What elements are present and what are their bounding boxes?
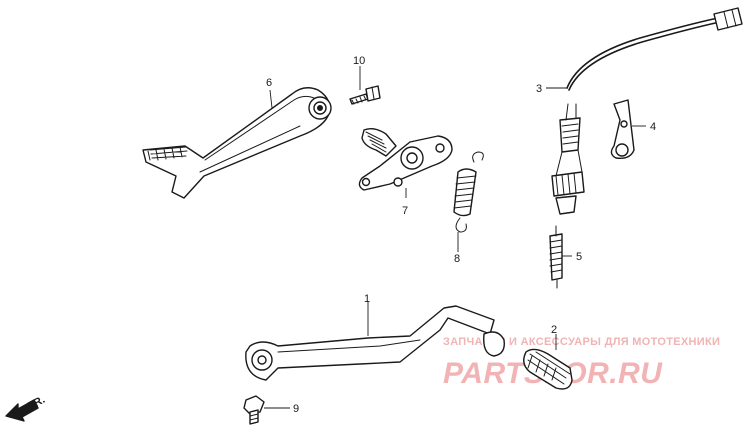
callout-8: 8 xyxy=(454,253,460,265)
callouts: 6 10 3 4 5 7 8 1 2 9 xyxy=(266,55,656,415)
part-7-pivot-arm[interactable] xyxy=(358,127,453,191)
callout-6: 6 xyxy=(266,77,272,89)
leader-lines xyxy=(264,66,646,409)
front-direction-label: FR. xyxy=(26,394,47,413)
part-2-pedal-rubber[interactable] xyxy=(523,348,573,390)
callout-9: 9 xyxy=(293,403,299,415)
callout-3: 3 xyxy=(536,83,542,95)
callout-10: 10 xyxy=(353,55,365,67)
part-8-spring[interactable] xyxy=(453,151,484,233)
part-1-gearshift-pedal[interactable] xyxy=(245,305,505,381)
part-9-bolt[interactable] xyxy=(243,395,265,425)
part-6-brake-pedal[interactable] xyxy=(142,87,332,199)
part-5-spring[interactable] xyxy=(549,225,563,289)
callout-1: 1 xyxy=(364,293,370,305)
front-direction-marker: FR. xyxy=(5,394,47,422)
part-10-bolt[interactable] xyxy=(349,85,381,105)
callout-4: 4 xyxy=(650,121,656,133)
callout-2: 2 xyxy=(551,324,557,336)
callout-7: 7 xyxy=(402,205,408,217)
watermark-tagline: ЗАПЧАСТИ И АКСЕССУАРЫ ДЛЯ МОТОТЕХНИКИ xyxy=(443,336,720,348)
part-4-switch-bracket[interactable] xyxy=(610,99,635,160)
part-3-brake-switch[interactable] xyxy=(551,7,743,215)
callout-5: 5 xyxy=(576,251,582,263)
